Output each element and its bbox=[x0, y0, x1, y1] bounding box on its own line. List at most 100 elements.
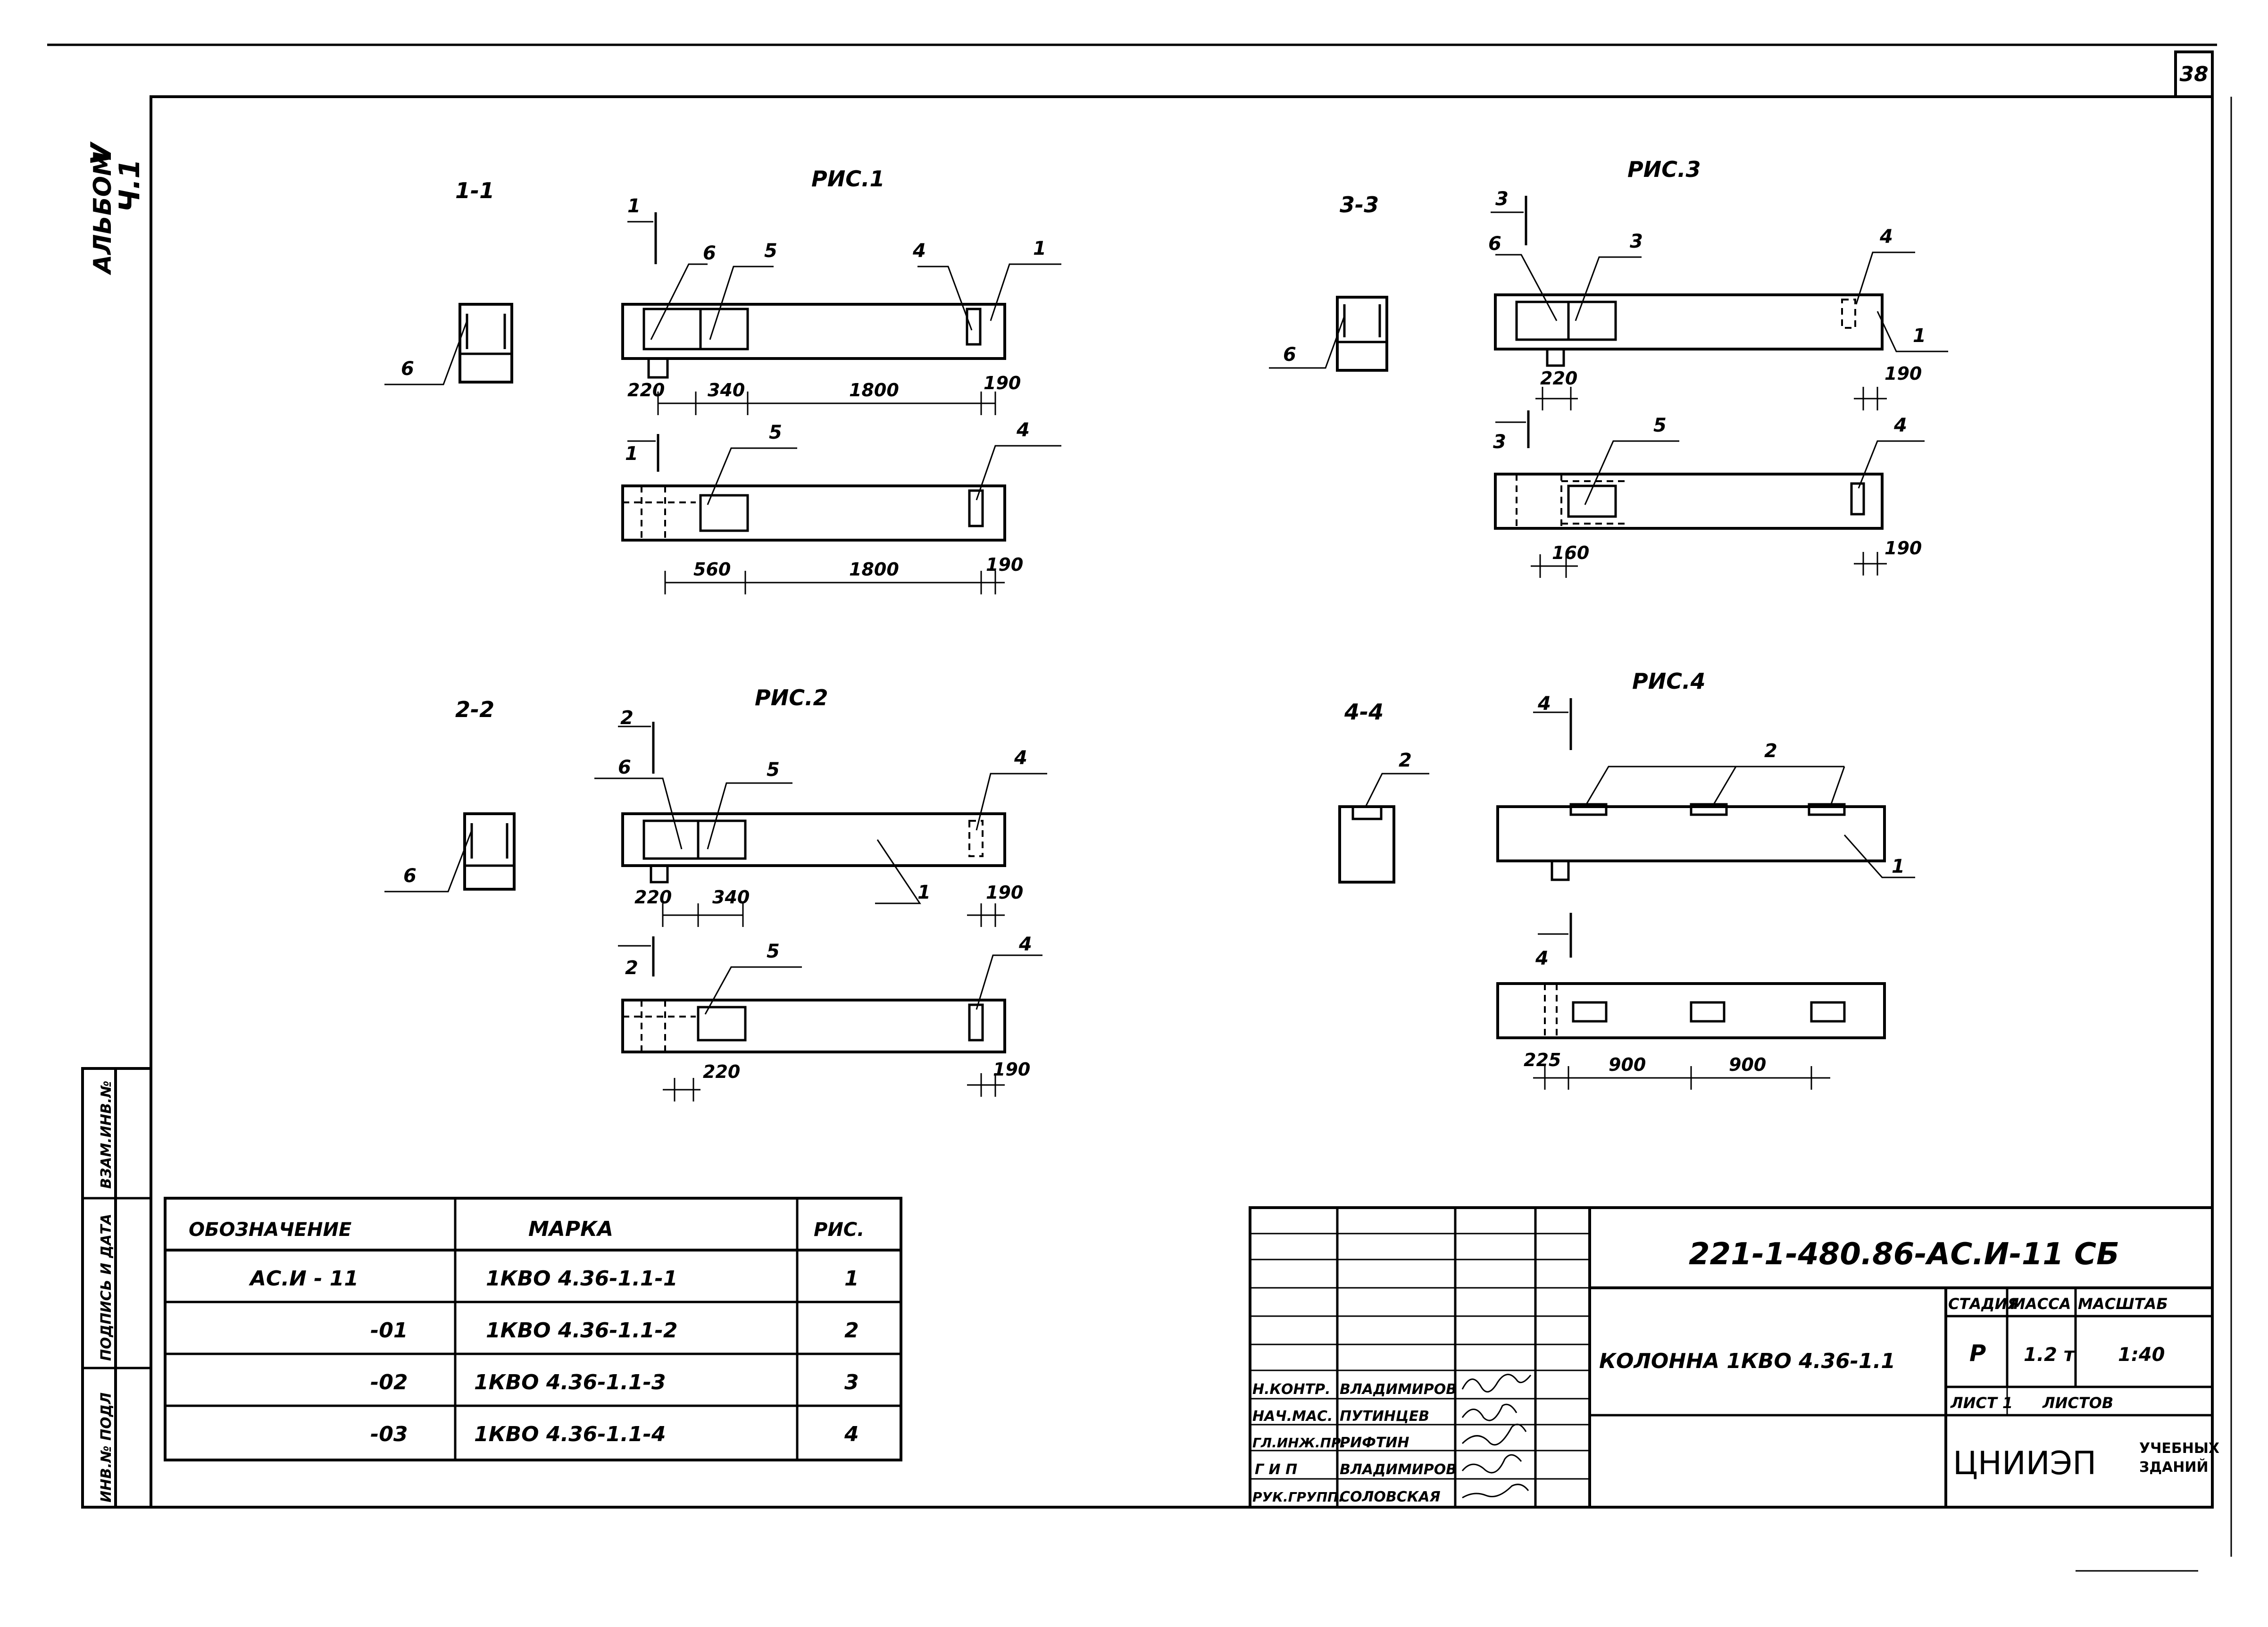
mass-value: 1.2 т bbox=[2024, 1344, 2076, 1366]
figure-4-lower-dim-900-b: 900 bbox=[1729, 1054, 1766, 1075]
figure-3-callout-4: 4 bbox=[1879, 226, 1893, 248]
figure-3-dim-220: 220 bbox=[1540, 368, 1577, 389]
figure-2-lower-cut-mark: 2 bbox=[625, 957, 638, 979]
figure-4: РИС.4 4-4 2 4 2 1 bbox=[1338, 668, 1915, 1090]
sheets-label: ЛИСТОВ bbox=[2042, 1394, 2113, 1412]
organization-sub-1: УЧЕБНЫХ bbox=[2139, 1440, 2219, 1457]
scale-header: МАСШТАБ bbox=[2078, 1295, 2168, 1313]
figure-1-lower-cut-mark: 1 bbox=[625, 443, 638, 465]
album-label: АЛЬБОМ V Ч.1 bbox=[85, 141, 146, 275]
figure-3-lower-cut-mark: 3 bbox=[1493, 431, 1506, 453]
figure-1-upper-view: 1 6 5 4 1 220 340 1800 190 bbox=[621, 195, 1061, 415]
figure-3-lower-dim-160: 160 bbox=[1552, 542, 1589, 563]
figure-3-callout-3: 3 bbox=[1630, 231, 1643, 252]
figure-3-lower-callout-5: 5 bbox=[1653, 415, 1667, 436]
side-stamp-column: ВЗАМ.ИНВ.№ ПОДПИСЬ И ДАТА ИНВ.№ ПОДЛ bbox=[81, 1067, 152, 1509]
album-volume: V bbox=[85, 141, 118, 165]
figure-4-callout-2: 2 bbox=[1764, 740, 1777, 762]
figure-1-dim-340: 340 bbox=[708, 380, 745, 400]
table-row-1-designation: АС.И - 11 bbox=[249, 1267, 359, 1291]
table-header-figure: РИС. bbox=[814, 1219, 864, 1241]
figure-3-dim-190: 190 bbox=[1884, 363, 1922, 384]
marks-table: ОБОЗНАЧЕНИЕ МАРКА РИС. АС.И - 11 1КВО 4.… bbox=[164, 1197, 902, 1461]
figure-4-lower-dim-225: 225 bbox=[1524, 1050, 1561, 1070]
section-3-3-label: 3-3 bbox=[1340, 192, 1379, 217]
table-row-3-mark: 1КВО 4.36-1.1-3 bbox=[474, 1370, 666, 1394]
section-2-2-label: 2-2 bbox=[455, 697, 494, 722]
document-code: 221-1-480.86-АС.И-11 СБ bbox=[1689, 1237, 2119, 1272]
section-4-4-drawing: 2 bbox=[1338, 750, 1429, 884]
table-header-designation: ОБОЗНАЧЕНИЕ bbox=[189, 1219, 351, 1241]
figure-1-callout-6: 6 bbox=[703, 242, 716, 264]
organization-sub-2: ЗДАНИЙ bbox=[2139, 1459, 2209, 1476]
figure-1: РИС.1 1-1 6 1 6 5 4 1 bbox=[384, 166, 1061, 594]
signature-role-5: РУК.ГРУПП. bbox=[1252, 1489, 1343, 1505]
figure-3-title: РИС.3 bbox=[1627, 157, 1701, 182]
drawing-name: КОЛОННА 1КВО 4.36-1.1 bbox=[1599, 1349, 1895, 1373]
signature-name-4: ВЛАДИМИРОВ bbox=[1340, 1461, 1457, 1478]
signature-role-4: Г И П bbox=[1255, 1461, 1297, 1478]
figure-3-upper-view: 3 6 3 4 1 220 190 bbox=[1488, 188, 1948, 410]
section-4-4-callout: 2 bbox=[1399, 750, 1412, 771]
section-2-2-callout: 6 bbox=[403, 865, 417, 887]
stamp-signature-date: ПОДПИСЬ И ДАТА bbox=[98, 1214, 115, 1361]
figure-1-lower-dim-190: 190 bbox=[986, 554, 1023, 575]
section-4-4-label: 4-4 bbox=[1344, 699, 1384, 725]
stage-header: СТАДИЯ bbox=[1948, 1295, 2019, 1313]
signature-role-1: Н.КОНТР. bbox=[1252, 1381, 1330, 1398]
album-part: Ч.1 bbox=[113, 159, 146, 212]
signature-name-2: ПУТИНЦЕВ bbox=[1340, 1408, 1429, 1425]
figure-4-upper-view: 4 2 1 bbox=[1496, 693, 1915, 881]
figure-2-dim-340: 340 bbox=[712, 887, 750, 908]
figure-2-lower-view: 2 5 4 220 190 bbox=[618, 934, 1042, 1101]
figure-2-cut-mark: 2 bbox=[620, 707, 634, 729]
figure-3-callout-1: 1 bbox=[1913, 325, 1926, 347]
figure-3-callout-6: 6 bbox=[1488, 233, 1501, 255]
figure-3-lower-dim-190: 190 bbox=[1884, 538, 1922, 559]
scan-border-marks bbox=[2076, 97, 2232, 1572]
table-row-3-designation: -02 bbox=[370, 1370, 408, 1394]
signature-role-3: ГЛ.ИНЖ.ПР. bbox=[1252, 1435, 1346, 1451]
signature-role-2: НАЧ.МАС. bbox=[1252, 1408, 1333, 1425]
figure-1-callout-4: 4 bbox=[912, 240, 926, 262]
figure-1-cut-mark: 1 bbox=[627, 195, 641, 217]
figure-1-lower-dim-1800: 1800 bbox=[849, 559, 899, 580]
figure-1-lower-dim-560: 560 bbox=[693, 559, 731, 580]
figure-2-callout-1: 1 bbox=[917, 882, 931, 903]
figure-1-callout-5: 5 bbox=[764, 240, 777, 262]
table-row-1-mark: 1КВО 4.36-1.1-1 bbox=[486, 1267, 677, 1291]
figure-2-lower-callout-5: 5 bbox=[767, 941, 780, 962]
figure-2-upper-view: 2 6 5 4 1 220 340 190 bbox=[594, 707, 1047, 927]
scale-value: 1:40 bbox=[2118, 1344, 2165, 1366]
section-3-3-drawing: 6 bbox=[1269, 296, 1388, 372]
stamp-replacement-inv: ВЗАМ.ИНВ.№ bbox=[98, 1081, 115, 1189]
figure-1-lower-callout-5: 5 bbox=[769, 422, 782, 443]
mass-header: МАССА bbox=[2010, 1295, 2071, 1313]
figure-2-callout-6: 6 bbox=[618, 757, 631, 778]
figure-2: РИС.2 2-2 6 2 6 5 4 1 bbox=[384, 685, 1047, 1101]
figure-1-lower-callout-4: 4 bbox=[1016, 419, 1030, 441]
album-title: АЛЬБОМ bbox=[89, 151, 117, 275]
section-1-1-callout: 6 bbox=[401, 358, 414, 380]
stage-value: Р bbox=[1969, 1340, 1986, 1367]
signature-name-1: ВЛАДИМИРОВ bbox=[1340, 1381, 1457, 1398]
figure-2-callout-5: 5 bbox=[767, 759, 780, 781]
signature-name-3: РИФТИН bbox=[1340, 1435, 1409, 1451]
figure-2-callout-4: 4 bbox=[1014, 747, 1027, 769]
figure-2-title: РИС.2 bbox=[755, 685, 828, 710]
figure-1-dim-1800: 1800 bbox=[849, 380, 899, 400]
figure-4-lower-view: 4 225 900 900 bbox=[1496, 913, 1886, 1090]
figure-4-title: РИС.4 bbox=[1632, 668, 1705, 694]
figure-2-lower-callout-4: 4 bbox=[1018, 934, 1032, 955]
organization-name: ЦНИИЭП bbox=[1953, 1445, 2096, 1482]
figure-1-dim-190: 190 bbox=[984, 373, 1021, 393]
stamp-original-inv: ИНВ.№ ПОДЛ bbox=[98, 1393, 115, 1502]
figure-1-callout-1: 1 bbox=[1033, 238, 1046, 259]
section-1-1-drawing: 6 bbox=[384, 303, 513, 385]
table-row-2-designation: -01 bbox=[370, 1318, 408, 1343]
signature-name-5: СОЛОВСКАЯ bbox=[1340, 1489, 1441, 1505]
table-row-1-figure: 1 bbox=[844, 1267, 859, 1291]
section-2-2-drawing: 6 bbox=[384, 812, 516, 893]
figure-2-dim-190: 190 bbox=[986, 882, 1023, 903]
